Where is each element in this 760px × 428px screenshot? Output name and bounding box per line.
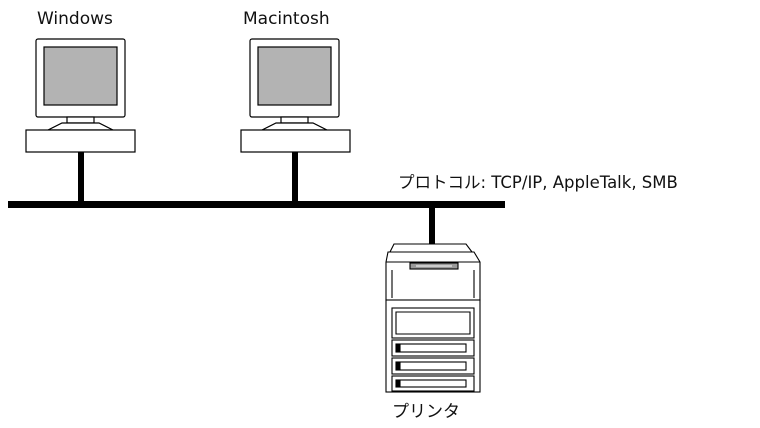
network-lines: [8, 152, 505, 244]
mac-screen: [257, 46, 332, 106]
printer-upper-body: [385, 251, 481, 301]
windows-monitor-neck: [66, 116, 95, 124]
printer-label: プリンタ: [392, 402, 460, 422]
mac-monitor-stand: [261, 122, 328, 131]
mac-cpu-box: [240, 129, 351, 153]
windows-monitor-stand: [47, 122, 114, 131]
printer-tray-4-mark: [395, 379, 400, 388]
printer-tray-3-mark: [395, 361, 400, 371]
macintosh-label: Macintosh: [243, 9, 330, 29]
printer-main-tray-front: [395, 311, 471, 335]
mac-drop-line: [292, 152, 298, 203]
windows-screen: [43, 46, 118, 106]
printer-drop-line: [429, 208, 435, 244]
windows-label: Windows: [37, 9, 113, 29]
printer-tray-2-mark: [395, 343, 400, 353]
printer-tray-4-handle: [399, 379, 467, 388]
printer-tray-3-handle: [399, 361, 467, 371]
windows-cpu-box: [25, 129, 136, 153]
mac-monitor-neck: [280, 116, 309, 124]
printer-tray-2-handle: [399, 343, 467, 353]
network-bus: [8, 201, 505, 208]
printer-icon: [385, 243, 481, 393]
windows-drop-line: [78, 152, 84, 203]
printer-top-tray: [389, 243, 474, 253]
windows-computer-icon: [25, 38, 136, 153]
protocol-label: プロトコル: TCP/IP, AppleTalk, SMB: [398, 173, 678, 192]
macintosh-computer-icon: [240, 38, 351, 153]
